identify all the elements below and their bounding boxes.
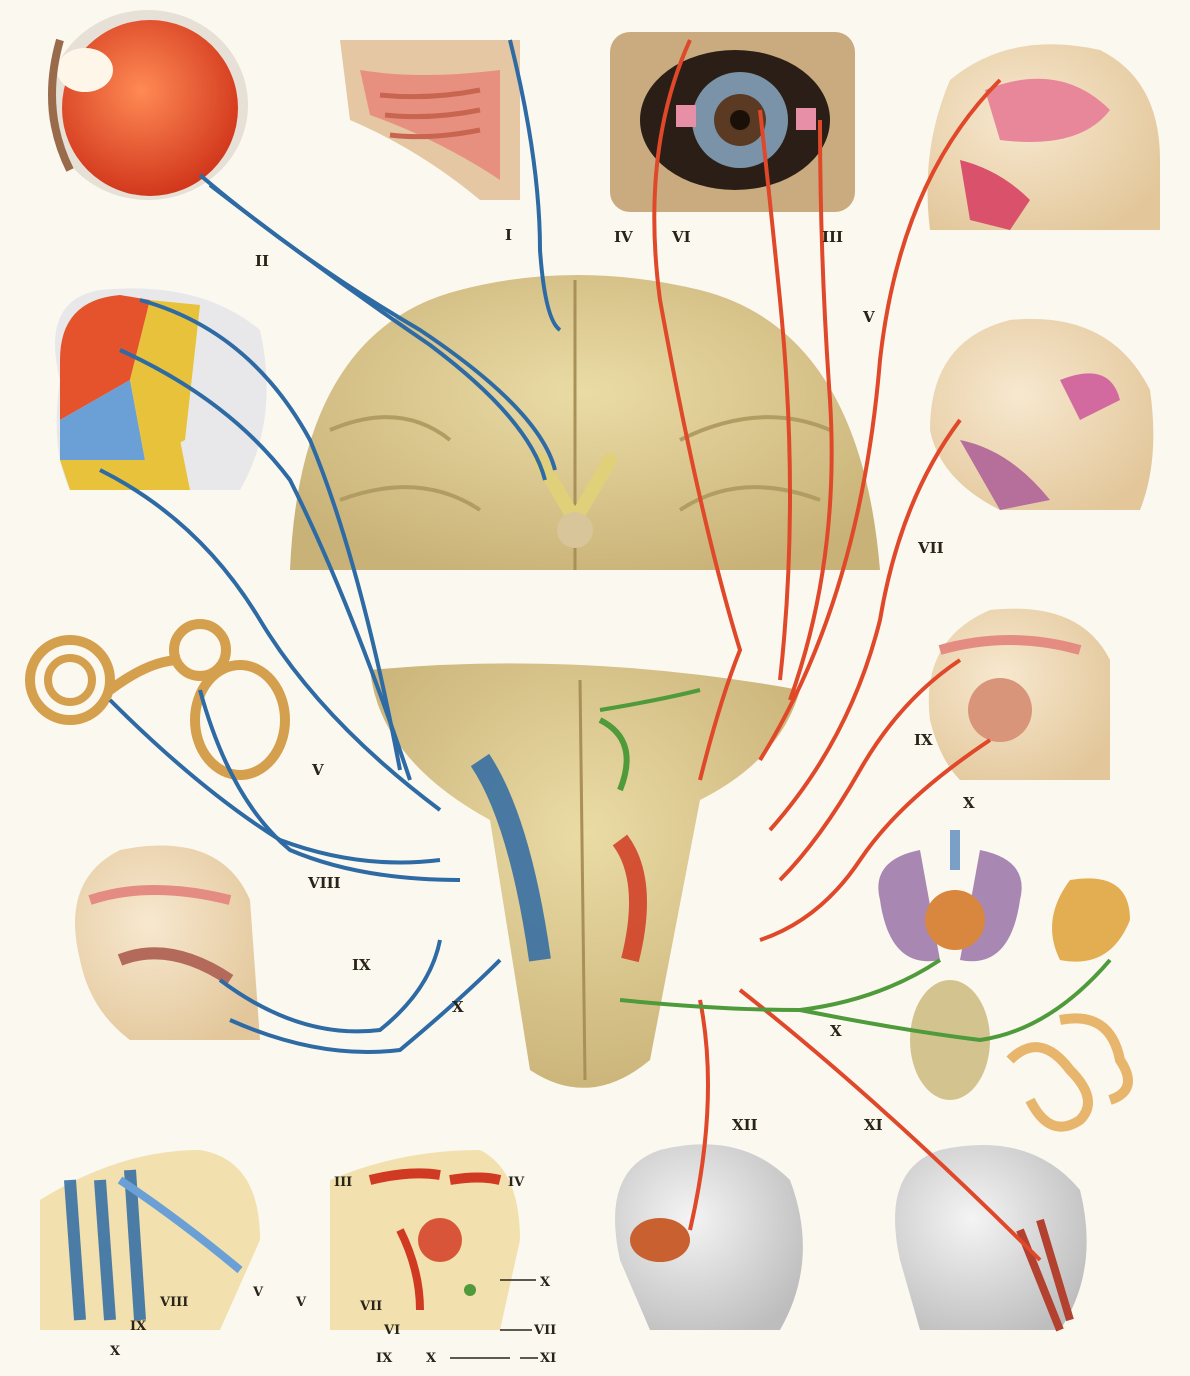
- inset-brainstem-nuclei-middle: [330, 1150, 520, 1330]
- pharynx-illustration: [75, 846, 260, 1040]
- label-glossopharyngeal-right: IX: [914, 731, 933, 749]
- label-optic: II: [255, 252, 269, 270]
- head-accessory-illustration: [895, 1145, 1087, 1330]
- inset-mid-label-vii: VII: [359, 1299, 382, 1314]
- label-olfactory: I: [505, 226, 512, 244]
- label-accessory: XI: [864, 1116, 883, 1134]
- inset-mid-label-v: V: [295, 1295, 307, 1310]
- inset-mid-label-vii-b: VII: [533, 1323, 556, 1338]
- label-vagus-organs: X: [830, 1022, 842, 1040]
- face-dermatome-illustration: [55, 288, 267, 490]
- label-hypoglossal: XII: [732, 1116, 758, 1134]
- label-glossopharyngeal-left: IX: [352, 956, 371, 974]
- inset-mid-label-iii: III: [334, 1175, 352, 1190]
- inset-left-label-v: V: [252, 1285, 264, 1300]
- inset-mid-label-iv: IV: [508, 1175, 525, 1190]
- inset-mid-label-x-b: X: [426, 1351, 437, 1366]
- inset-mid-label-ix: IX: [376, 1351, 393, 1366]
- inset-mid-label-xi: XI: [540, 1351, 556, 1366]
- head-hypoglossal-illustration: [615, 1144, 803, 1330]
- label-oculomotor: III: [822, 228, 843, 246]
- nasopharynx-right-illustration: [929, 609, 1110, 780]
- inset-left-label-x: X: [110, 1344, 121, 1359]
- label-trigeminal-left: V: [311, 761, 324, 779]
- brainstem-illustration: [370, 663, 800, 1087]
- label-vagus-right: X: [963, 794, 975, 812]
- label-trigeminal-right: V: [862, 308, 875, 326]
- head-facial-nerve-illustration: [930, 319, 1153, 510]
- label-trochlear: IV: [614, 228, 633, 246]
- inner-ear-illustration: [30, 624, 285, 775]
- nasal-cavity-illustration: [340, 40, 520, 200]
- heart-lungs-illustration: [878, 830, 1021, 961]
- inset-left-label-ix: IX: [130, 1319, 147, 1334]
- inset-mid-label-x: X: [540, 1275, 551, 1290]
- label-vagus-left: X: [452, 998, 464, 1016]
- head-muscles-illustration: [928, 44, 1161, 230]
- label-vestibulocochlear: VIII: [307, 874, 341, 892]
- inset-brainstem-nuclei-left: [40, 1150, 260, 1330]
- label-facial: VII: [917, 539, 944, 557]
- label-abducens: VI: [671, 228, 691, 246]
- inset-mid-label-vi: VI: [383, 1323, 400, 1338]
- inset-left-label-viii: VIII: [159, 1295, 188, 1310]
- eyeball-illustration: [48, 10, 248, 200]
